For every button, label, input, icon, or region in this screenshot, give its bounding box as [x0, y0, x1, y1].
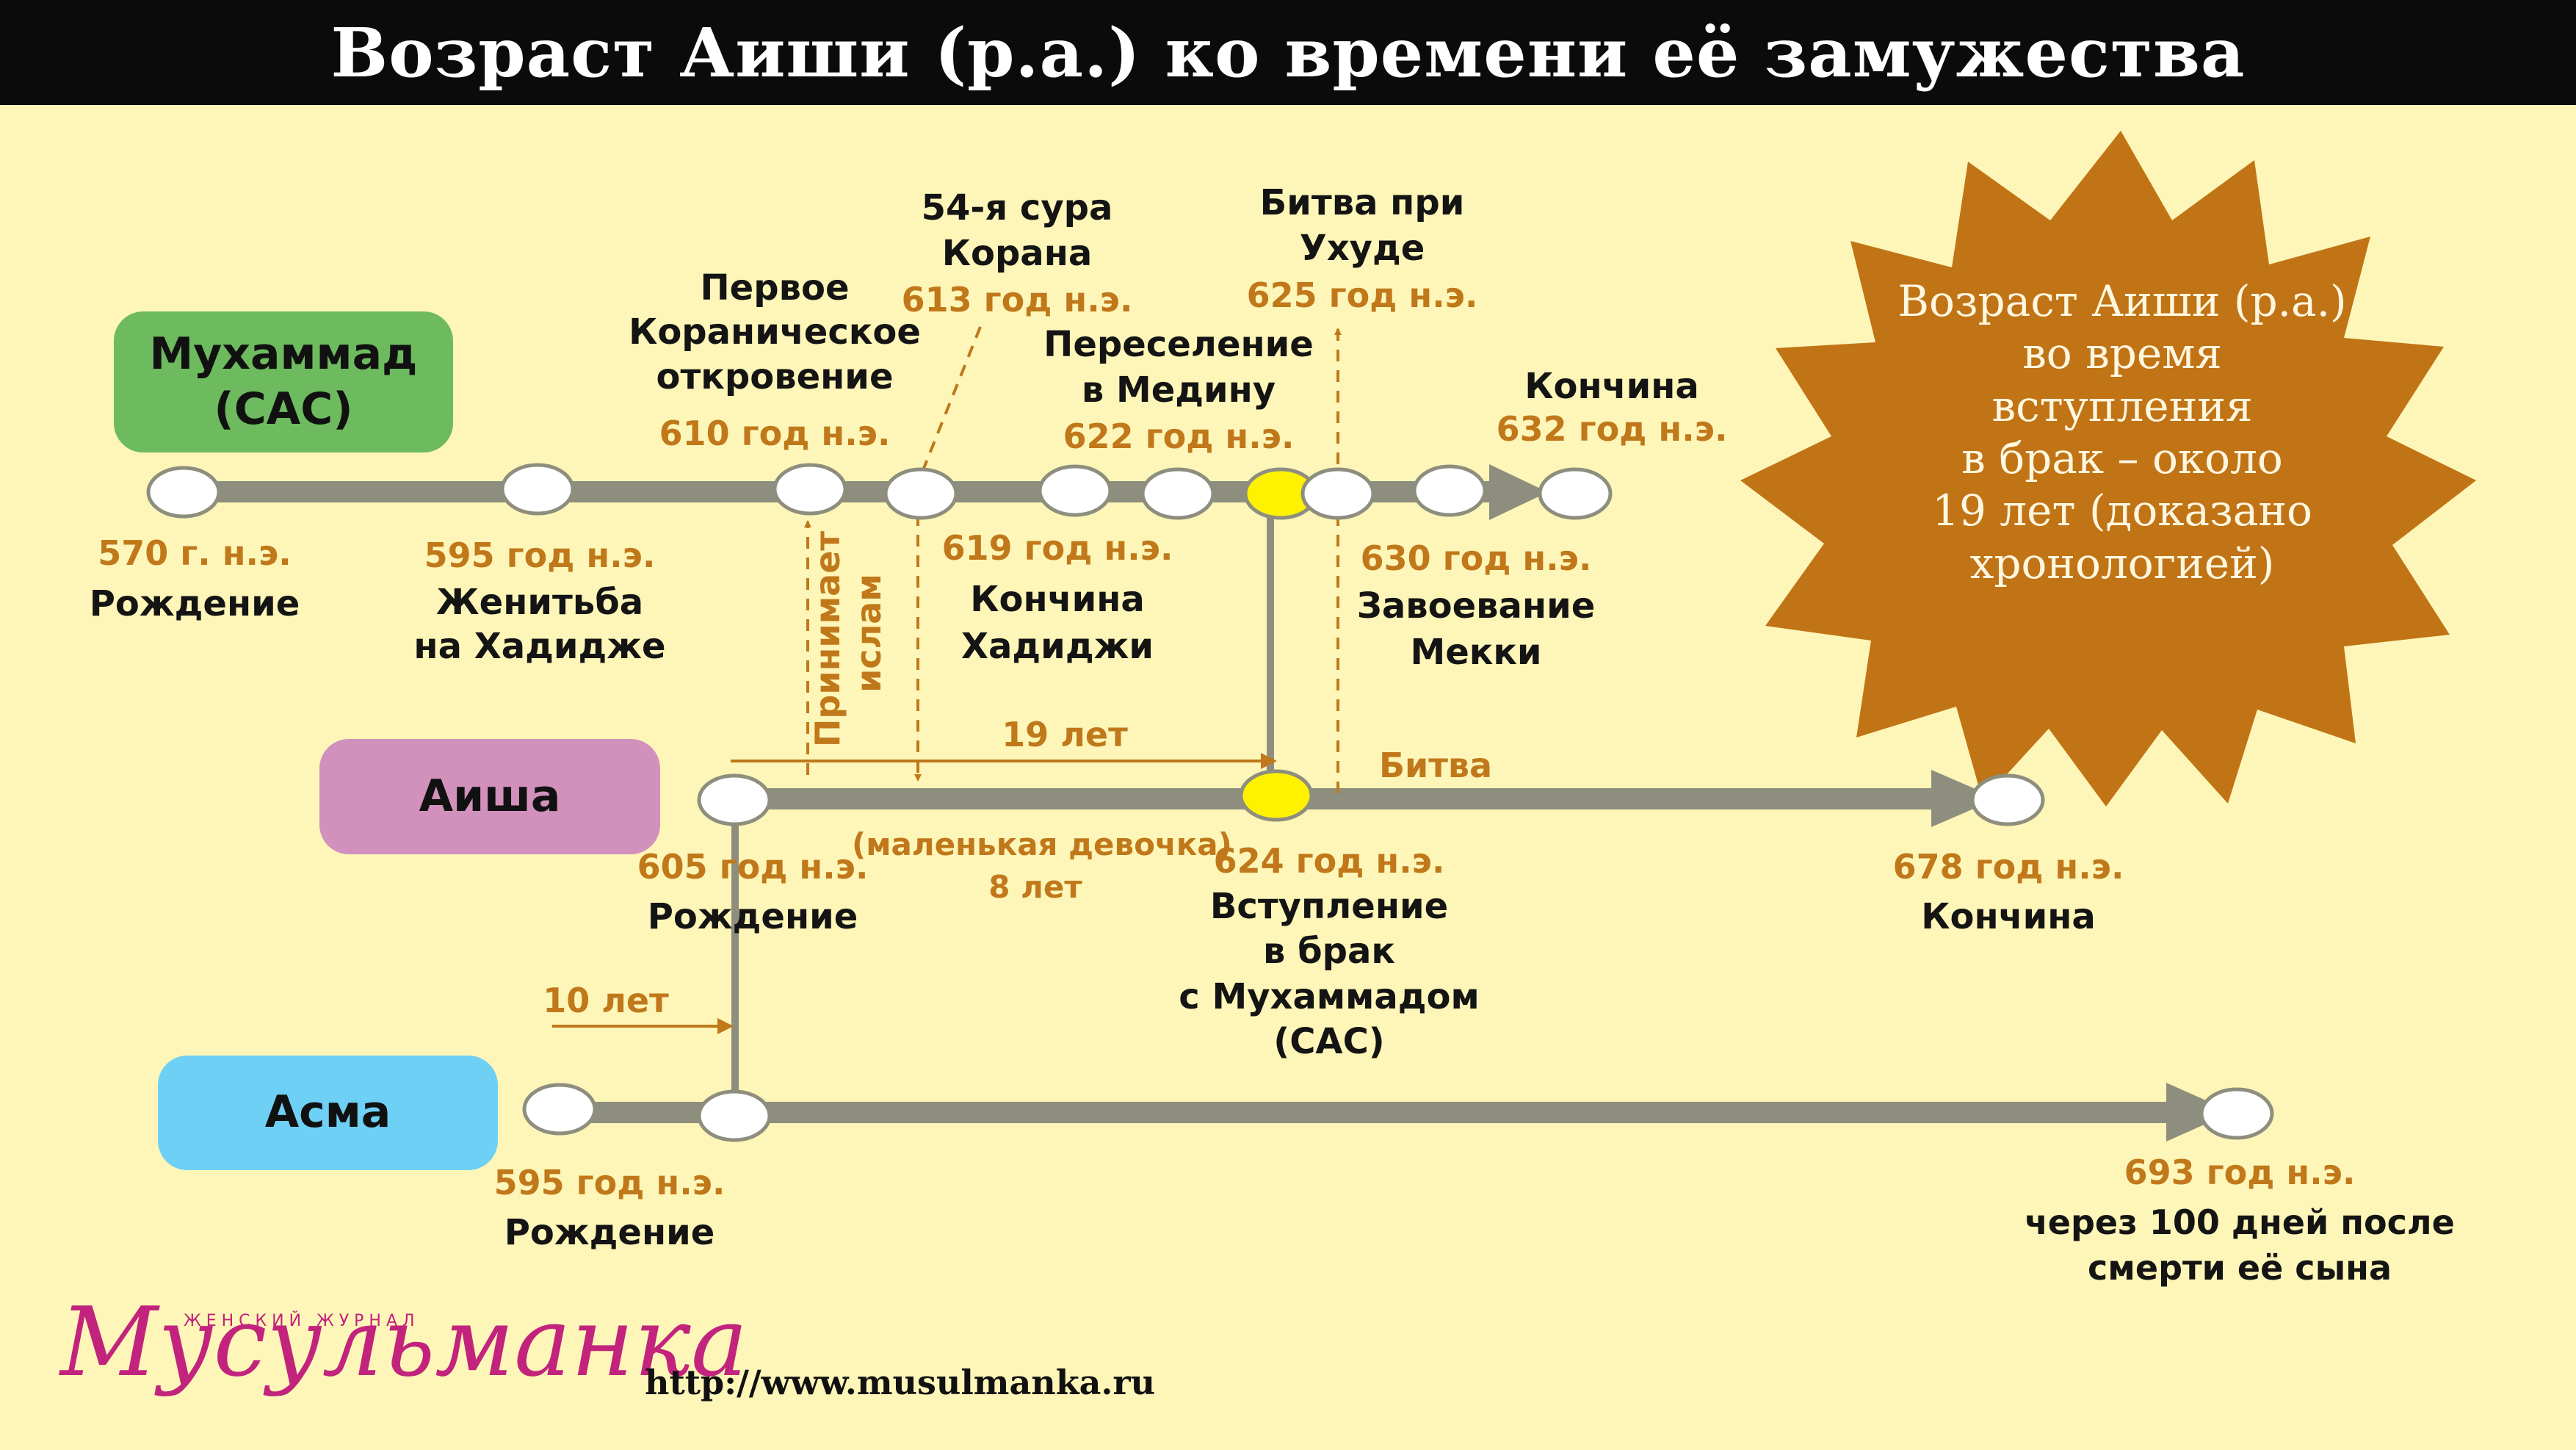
website-link[interactable]: http://www.musulmanka.ru [645, 1363, 1156, 1402]
sura-label: 54-я сура Корана [921, 187, 1113, 275]
marriage-connector [1267, 492, 1274, 797]
muhammad-birth-year: 570 г. н.э. [98, 533, 292, 573]
asma-timeline-bar [558, 1102, 2174, 1123]
conquest-mecca-label: Завоевание Мекки [1356, 585, 1596, 674]
ten-years-label: 10 лет [543, 981, 669, 1020]
node-asma-birth [522, 1083, 597, 1136]
hijra-label: Переселение в Медину [1043, 324, 1314, 411]
khadija-death-label: Кончина Хадиджи [961, 579, 1154, 668]
conquest-mecca-year: 630 год н.э. [1360, 538, 1592, 578]
node-uhud [1300, 467, 1375, 520]
muhammad-box [114, 311, 453, 452]
node-sura-54 [883, 467, 958, 520]
asma-box [158, 1056, 498, 1170]
hijra-year: 622 год н.э. [1063, 416, 1295, 456]
aisha-timeline-arrowhead [1931, 770, 1997, 827]
asma-timeline-arrowhead [2166, 1083, 2232, 1141]
aisha-marriage-year: 624 год н.э. [1213, 841, 1445, 881]
aisha-box [319, 739, 660, 854]
badge-text: Возраст Аиши (р.а.) во время вступления … [1897, 276, 2347, 588]
musulmanka-logo: Мусульманка [60, 1286, 748, 1398]
khadija-death-year: 619 год н.э. [941, 528, 1173, 568]
asma-death-label: через 100 дней после смерти её сына [2025, 1202, 2455, 1288]
muhammad-death-label: Кончина [1524, 366, 1699, 407]
node-asma-death [2199, 1087, 2274, 1140]
uhud-label: Битва при Ухуде [1259, 182, 1465, 270]
node-aisha-birth [697, 773, 772, 826]
nineteen-years-label: 19 лет [1002, 715, 1128, 754]
uhud-year: 625 год н.э. [1246, 275, 1478, 315]
node-first-revelation [773, 463, 847, 516]
aisha-death-label: Кончина [1921, 896, 2096, 937]
marriage-khadija-year: 595 год н.э. [424, 535, 656, 575]
muhammad-birth-label: Рождение [89, 583, 300, 624]
node-conquest-mecca [1412, 464, 1487, 517]
node-hijra [1140, 467, 1215, 520]
little-girl-label: (маленькая девочка) [852, 826, 1232, 862]
node-aisha-death [1970, 773, 2045, 826]
revelation-year: 610 год н.э. [659, 414, 891, 453]
title-bar: Возраст Аиши (р.а.) ко времени её замуже… [0, 0, 2576, 105]
battle-label: Битва [1378, 746, 1493, 785]
node-khadija-death [1038, 464, 1112, 517]
aisha-birth-label: Рождение [647, 896, 858, 937]
age-starburst-badge [1740, 131, 2476, 807]
node-muhammad-death [1538, 467, 1613, 520]
muhammad-timeline-arrowhead [1489, 464, 1548, 520]
page-title: Возраст Аиши (р.а.) ко времени её замуже… [330, 12, 2246, 93]
little-girl-age: 8 лет [988, 869, 1082, 905]
sura-pointer-line [920, 326, 982, 475]
aisha-box-label: Аиша [419, 771, 561, 822]
sisters-connector [731, 808, 739, 1113]
asma-birth-label: Рождение [504, 1212, 715, 1253]
logo-subtitle: ЖЕНСКИЙ ЖУРНАЛ [184, 1312, 420, 1330]
muhammad-death-year: 632 год н.э. [1496, 409, 1728, 449]
node-aisha-marriage [1239, 769, 1314, 822]
accepts-islam-line1: Принимает [808, 531, 847, 748]
asma-birth-year: 595 год н.э. [493, 1163, 726, 1202]
marriage-khadija-label: Женитьба на Хадидже [413, 582, 666, 668]
asma-box-label: Асма [264, 1086, 391, 1138]
asma-death-year: 693 год н.э. [2124, 1153, 2356, 1192]
accepts-islam-line2: ислам [849, 574, 889, 693]
sura-year: 613 год н.э. [901, 280, 1133, 320]
muhammad-box-label: Мухаммад (САС) [149, 328, 418, 435]
node-muhammad-birth [146, 466, 221, 519]
aisha-birth-year: 605 год н.э. [637, 847, 869, 887]
aisha-marriage-label: Вступление в брак с Мухаммадом (САС) [1179, 886, 1480, 1063]
revelation-label: Первое Кораническое откровение [629, 267, 921, 397]
node-asma-link [697, 1089, 772, 1142]
node-muhammad-marriage-khadija [500, 463, 575, 516]
aisha-death-year: 678 год н.э. [1892, 847, 2124, 887]
accepts-islam-label: Принимает ислам [808, 519, 889, 747]
